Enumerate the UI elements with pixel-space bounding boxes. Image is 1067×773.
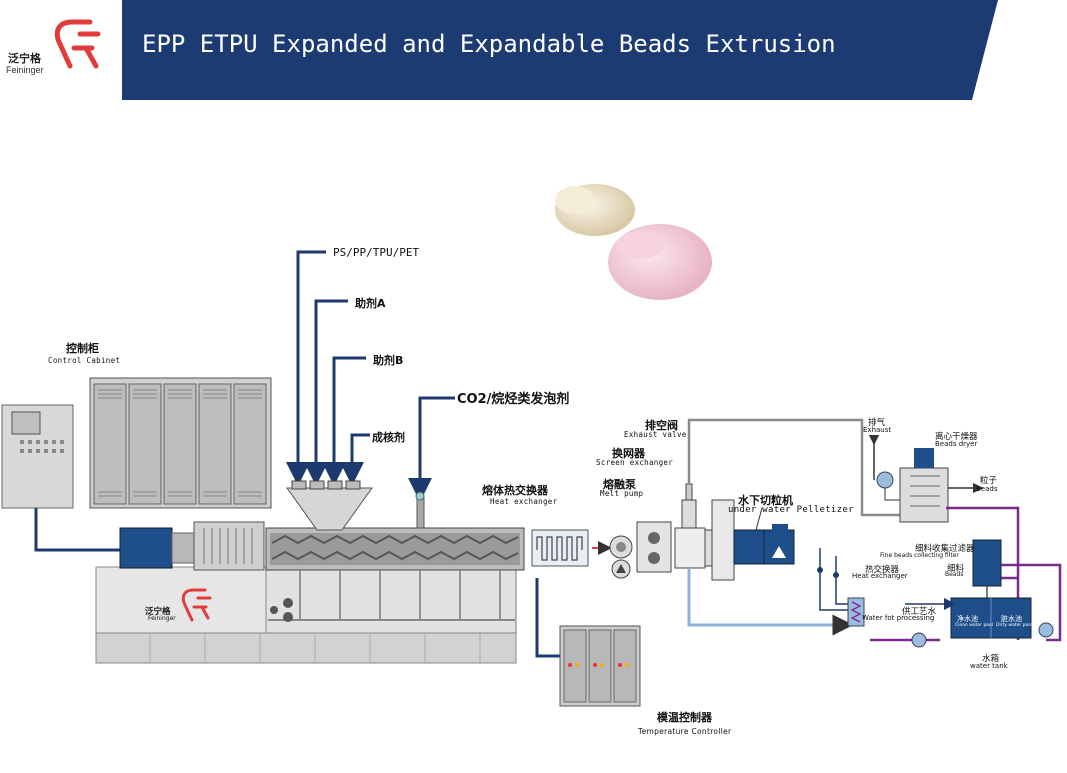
logo: 泛宁格 Feininger <box>0 0 120 100</box>
brand-name-cn: 泛宁格 <box>8 52 41 65</box>
melt-heat-exchanger <box>531 529 612 567</box>
exhaust-label-cn: 排气 <box>868 418 886 428</box>
clean-water-pool-label-cn: 净水池 <box>957 615 978 623</box>
screen-exchanger-label-en: Screen exchanger <box>596 458 674 467</box>
exhaust-valve-label-en: Exhaust valve <box>624 430 687 439</box>
control-cabinet-label-cn: 控制柜 <box>66 342 99 355</box>
twin-screw-extruder <box>95 480 525 664</box>
process-water-label-en: Water fot processing <box>862 614 935 622</box>
control-cabinet <box>1 404 120 552</box>
water-heat-exchanger-label-en: Heat exchanger <box>852 572 908 580</box>
feed-additive-a-label: 助剂A <box>355 297 386 310</box>
process-water-label-cn: 供工艺水 <box>902 607 937 617</box>
melt-pump <box>609 535 633 579</box>
beads-dryer <box>868 434 984 523</box>
process-diagram: 控制柜 Control Cabinet PS/PP/TPU/PET 助剂A 助剂… <box>0 100 1067 773</box>
melt-pump-label-en: Melt pump <box>600 489 644 498</box>
main-electrical-cabinet <box>89 377 272 509</box>
pelletizer-label-en: under water Pelletizer <box>728 505 854 515</box>
melt-pump-label-cn: 熔融泵 <box>603 478 636 491</box>
beads-label-cn: 粒子 <box>980 476 998 486</box>
nucleating-agent-label: 成核剂 <box>372 431 405 444</box>
feed-additive-b-label: 助剂B <box>373 354 404 367</box>
machine-logo-icon <box>181 588 212 622</box>
temperature-controller <box>535 578 641 707</box>
title-banner <box>122 0 998 100</box>
screen-exchanger <box>636 521 672 573</box>
fine-beads-filter <box>972 539 1002 598</box>
page-title: EPP ETPU Expanded and Expandable Beads E… <box>142 30 836 58</box>
beads-dryer-label-en: Beads dryer <box>935 440 978 448</box>
dirty-water-pool-label-cn: 脏水池 <box>1001 615 1022 623</box>
water-heat-exchanger <box>817 548 956 627</box>
feed-polymer-label: PS/PP/TPU/PET <box>333 246 420 259</box>
exhaust-label-en: Exhaust <box>863 426 892 434</box>
beads-label-en: Beads <box>976 485 998 493</box>
temperature-controller-label-cn: 模温控制器 <box>657 711 712 724</box>
fine-beads-label-en: Beads <box>945 571 964 578</box>
water-heat-exchanger-label-cn: 热交换器 <box>865 565 900 575</box>
dirty-water-pool-label-en: Dirty water pool <box>996 623 1033 628</box>
water-tank <box>911 597 1054 648</box>
blowing-agent-label: CO2/烷烃类发泡剂 <box>457 392 570 407</box>
water-tank-label-en: water tank <box>970 662 1008 670</box>
underwater-pelletizer <box>704 499 795 581</box>
process-flow-svg <box>1 184 1062 707</box>
beads-dryer-label-cn: 离心干燥器 <box>935 432 978 442</box>
feed-lines <box>286 250 455 502</box>
temperature-controller-label-en: Temperature Controller <box>638 727 732 736</box>
clean-water-pool-label-en: Clean water pool <box>955 623 994 628</box>
beads-photo <box>555 184 712 300</box>
machine-brand-en: Feininger <box>148 615 176 622</box>
header: 泛宁格 Feininger EPP ETPU Expanded and Expa… <box>0 0 1067 100</box>
melt-heat-exchanger-label-en: Heat exchanger <box>490 497 558 506</box>
water-tank-label-cn: 水箱 <box>982 654 1000 664</box>
fine-beads-filter-label-en: Fine beads collecting filter <box>880 552 959 559</box>
machine-brand-cn: 泛宁格 <box>145 607 171 617</box>
brand-name-en: Feininger <box>6 65 44 75</box>
control-cabinet-label-en: Control Cabinet <box>48 356 121 365</box>
fine-beads-label-cn: 细料 <box>947 564 965 574</box>
exhaust-valve-label-cn: 排空阀 <box>645 419 678 432</box>
pelletizer-label-cn: 水下切粒机 <box>738 494 793 507</box>
screen-exchanger-label-cn: 换网器 <box>612 447 645 460</box>
fine-beads-filter-label-cn: 细料收集过滤器 <box>915 544 975 554</box>
melt-heat-exchanger-label-cn: 熔体热交换器 <box>482 484 548 497</box>
feininger-logo-icon <box>54 19 101 69</box>
